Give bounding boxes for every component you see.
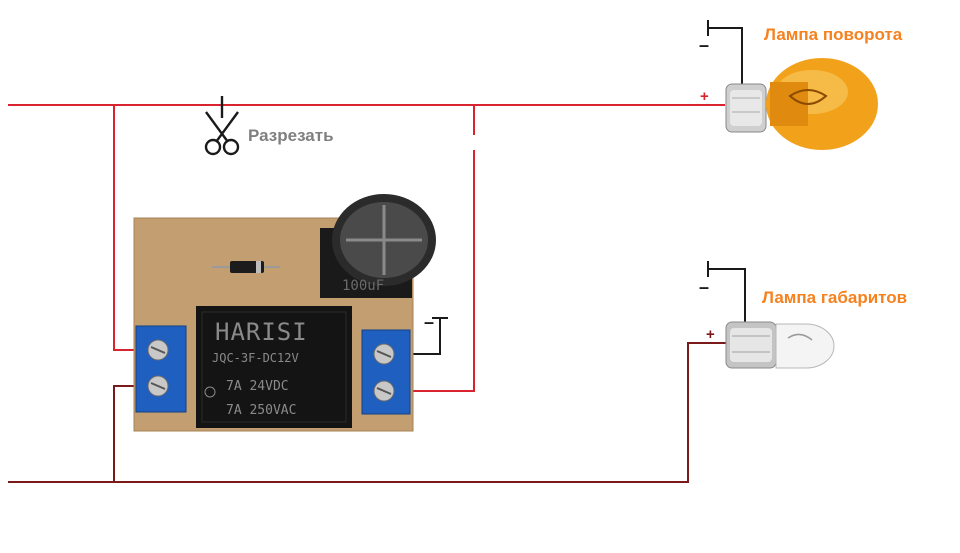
cut-label: Разрезать xyxy=(248,126,334,145)
parking-lamp-label: Лампа габаритов xyxy=(762,288,907,307)
relay-rating-dc: 7A 24VDC xyxy=(226,379,289,394)
parking-lamp-minus: – xyxy=(699,277,709,297)
turn-lamp-minus: – xyxy=(699,35,709,55)
relay-model: JQC-3F-DC12V xyxy=(212,351,299,365)
wire-right-terminal xyxy=(390,150,475,392)
wire-parking-lamp-ground xyxy=(708,268,746,322)
turn-lamp-plus: + xyxy=(700,88,709,105)
terminal-block-right xyxy=(361,329,411,415)
parking-lamp xyxy=(725,321,835,369)
terminal-block-left xyxy=(135,325,187,413)
turn-signal-lamp xyxy=(725,58,878,150)
wire-turn-lamp-ground xyxy=(708,27,743,86)
diode xyxy=(212,261,280,273)
capacitor-label: 100uF xyxy=(342,278,384,294)
wire-parking-feed xyxy=(8,342,726,483)
relay-minus: – xyxy=(424,312,434,332)
ground-symbol-icon xyxy=(432,20,709,319)
turn-lamp-label: Лампа поворота xyxy=(764,25,903,44)
parking-lamp-plus: + xyxy=(706,326,715,343)
relay-body: HARISI JQC-3F-DC12V 7A 24VDC 7A 250VAC xyxy=(196,306,352,428)
relay-rating-ac: 7A 250VAC xyxy=(226,403,296,418)
capacitor: 100uF xyxy=(320,194,436,298)
scissors-icon xyxy=(204,96,240,156)
relay-module: 100uF HARISI JQC-3F-DC12V 7A 24VDC 7A 25… xyxy=(133,194,436,432)
wires xyxy=(8,27,746,483)
relay-brand: HARISI xyxy=(215,318,308,346)
